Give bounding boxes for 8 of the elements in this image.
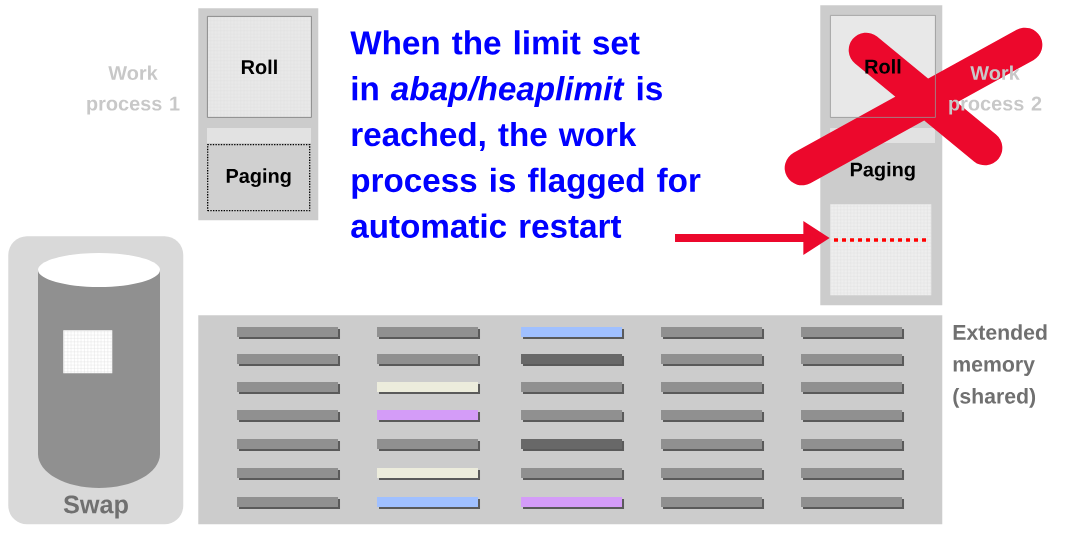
page-square <box>63 330 113 374</box>
heap-box <box>830 204 932 296</box>
statement-text: When the limit set in abap/heaplimit is reached, the work process is flagged for automatic restart <box>350 30 701 238</box>
paging-label: Paging <box>850 161 915 181</box>
roll-box: Roll <box>830 15 936 118</box>
roll-box: Roll <box>207 16 312 118</box>
paging-box: Paging <box>207 144 311 212</box>
node-label: Extended memory (shared) <box>953 324 1047 408</box>
